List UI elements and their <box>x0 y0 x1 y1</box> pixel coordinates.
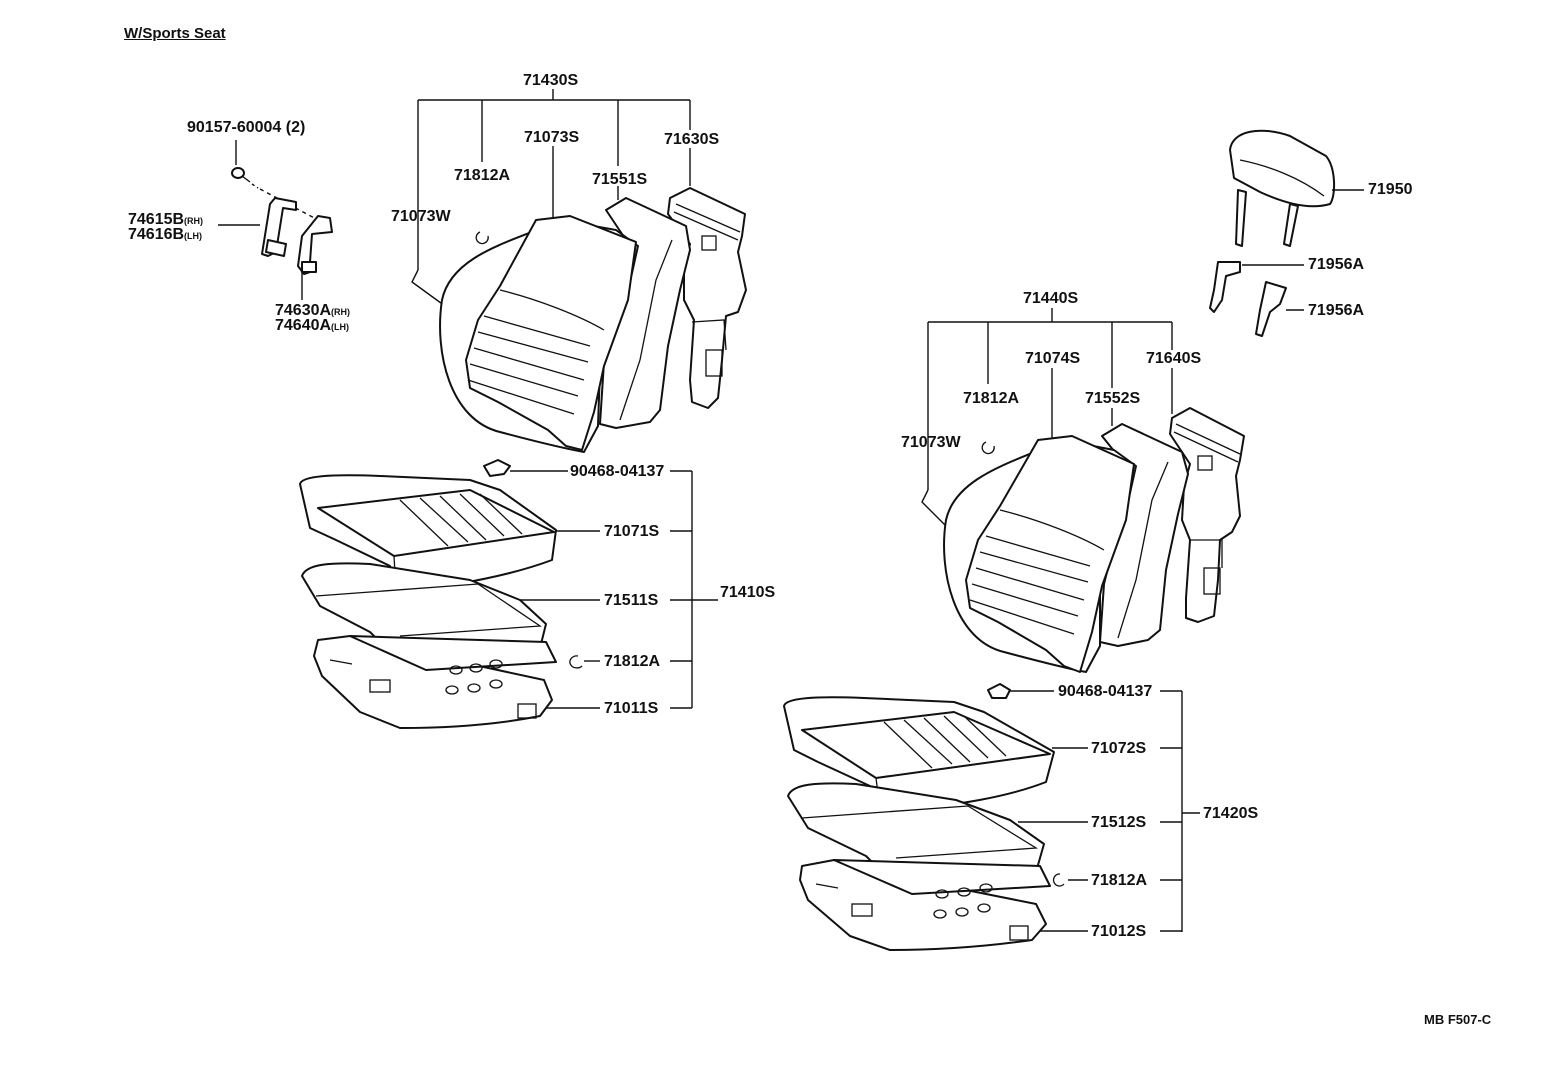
left-clip-icon <box>483 459 511 477</box>
label-left-cushion-frame: 71011S <box>604 700 659 717</box>
label-right-hog-ring: 71812A <box>963 390 1020 407</box>
page-title: W/Sports Seat <box>124 25 226 42</box>
bracket-leaders <box>218 140 303 300</box>
label-left-back-cover: 71551S <box>592 171 648 188</box>
label-right-hog-ring2: 71812A <box>1091 872 1148 889</box>
label-right-clip: 90468-04137 <box>1058 683 1153 700</box>
label-left-hog-ring2: 71812A <box>604 653 661 670</box>
label-bracket-lh: 74616B(LH) <box>128 226 203 243</box>
label-right-back-assy: 71440S <box>1023 290 1079 307</box>
label-headrest: 71950 <box>1368 181 1413 198</box>
left-hog-ring-icon <box>475 231 489 245</box>
label-bolt: 90157-60004 (2) <box>187 119 306 136</box>
left-hog-ring2-icon <box>569 655 583 669</box>
label-left-back-frame: 71630S <box>664 131 720 148</box>
label-right-cushion-assy: 71420S <box>1203 805 1259 822</box>
left-cushion-cover-icon <box>299 474 557 593</box>
label-left-wire: 71073W <box>391 208 451 225</box>
left-back-frame-icon <box>667 187 747 409</box>
right-clip-icon <box>987 683 1011 699</box>
right-cushion-frame-icon <box>799 859 1051 951</box>
bracket-rh-icon <box>261 197 297 257</box>
label-bracket2-lh: 74640A(LH) <box>275 317 350 334</box>
right-back-pad-icon <box>943 435 1137 673</box>
headrest-support-icon <box>1209 261 1304 337</box>
label-right-cushion-cover: 71072S <box>1091 740 1147 757</box>
label-right-wire: 71073W <box>901 434 961 451</box>
label-right-back-frame: 71640S <box>1146 350 1202 367</box>
label-left-hog-ring: 71812A <box>454 167 511 184</box>
right-hog-ring2-icon <box>1052 873 1065 887</box>
label-right-cushion-pad: 71512S <box>1091 814 1147 831</box>
label-left-clip: 90468-04137 <box>570 463 665 480</box>
label-headrest-support-1: 71956A <box>1308 256 1365 273</box>
left-back-pad-icon <box>439 215 639 453</box>
bracket-lh-icon <box>297 215 333 275</box>
label-right-back-cover: 71552S <box>1085 390 1141 407</box>
label-headrest-support-2: 71956A <box>1308 302 1365 319</box>
left-cushion-frame-icon <box>313 635 557 729</box>
left-back-leaders <box>411 89 691 307</box>
right-back-leaders <box>921 308 1173 531</box>
diagram-code: MB F507-C <box>1424 1012 1492 1027</box>
label-bracket-rh: 74615B(RH) <box>128 211 204 228</box>
label-left-back-assy: 71430S <box>523 72 579 89</box>
right-cushion-cover-icon <box>783 696 1055 813</box>
label-left-cushion-pad: 71511S <box>604 592 659 609</box>
left-cushion-leaders <box>510 470 718 709</box>
label-left-cushion-cover: 71071S <box>604 523 660 540</box>
label-left-cushion-assy: 71410S <box>720 584 776 601</box>
right-cushion-leaders <box>1002 690 1200 932</box>
label-left-back-pad: 71073S <box>524 129 580 146</box>
right-hog-ring-icon <box>981 441 995 455</box>
label-right-cushion-frame: 71012S <box>1091 923 1147 940</box>
label-right-back-pad: 71074S <box>1025 350 1081 367</box>
label-bracket2-rh: 74630A(RH) <box>275 302 351 319</box>
right-back-frame-icon <box>1169 407 1245 623</box>
headrest-icon <box>1229 129 1364 247</box>
